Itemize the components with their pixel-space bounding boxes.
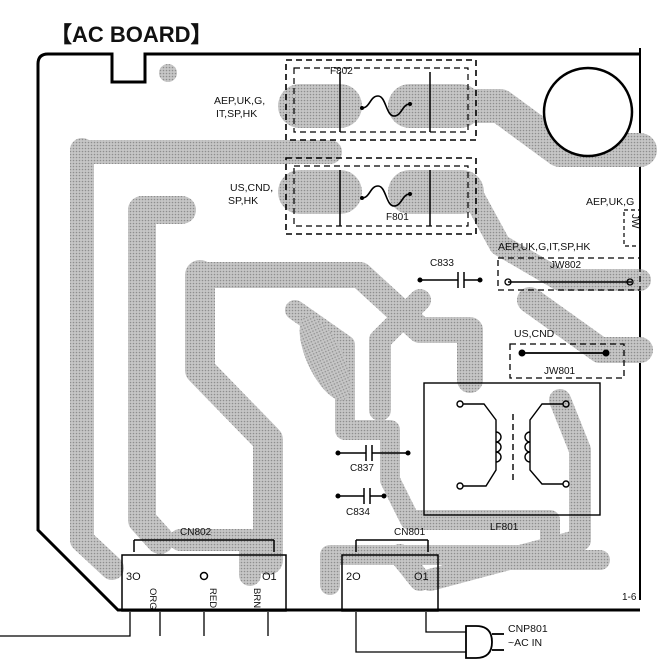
fuse-f802-label-line2: IT,SP,HK xyxy=(216,108,257,120)
fuse-f801-ref: F801 xyxy=(386,212,409,223)
connector-cn802-pin3: 3O xyxy=(126,571,141,583)
capacitor-c837 xyxy=(335,445,411,461)
fuse-f802-label-line1: AEP,UK,G, xyxy=(214,95,265,107)
wire-color-org: ORG xyxy=(147,588,158,610)
capacitor-c837-label: C837 xyxy=(350,463,374,474)
wire-color-brn: BRN xyxy=(251,588,262,608)
ac-plug-icon xyxy=(465,625,504,659)
line-filter-lf801-ref: LF801 xyxy=(490,522,519,533)
capacitor-c833 xyxy=(417,272,483,288)
board-outline xyxy=(36,52,640,612)
board-title: 【AC BOARD】 xyxy=(50,22,213,47)
ac-plug-label: ~AC IN xyxy=(508,637,542,649)
connector-cn801-pin1: O1 xyxy=(414,571,429,583)
connector-cn801-ref: CN801 xyxy=(394,527,426,538)
copper-traces xyxy=(70,84,657,595)
jumper-jw802: JW802 xyxy=(497,257,641,291)
fuse-f802-ref: F802 xyxy=(330,66,353,77)
line-filter-lf801 xyxy=(423,382,601,516)
connector-cn802 xyxy=(0,539,287,637)
jumper-jw802-label: AEP,UK,G,IT,SP,HK xyxy=(498,241,590,253)
capacitor-c834-label: C834 xyxy=(346,507,370,518)
jumper-jw802-ref: JW802 xyxy=(550,260,582,271)
connector-cn802-ref: CN802 xyxy=(180,527,212,538)
connector-cn802-pin1: O1 xyxy=(262,571,277,583)
fuse-f801-label-line1: US,CND, xyxy=(230,182,273,194)
connector-cn801 xyxy=(341,539,466,653)
mounting-hole xyxy=(159,64,177,82)
wire-color-red: RED xyxy=(207,588,218,608)
edge-label: AEP,UK,G xyxy=(586,196,634,208)
capacitor-c834 xyxy=(335,488,387,504)
fuse-f801: F801 xyxy=(285,157,477,235)
jumper-jw801-label: US,CND xyxy=(514,328,555,340)
capacitor-c833-label: C833 xyxy=(430,258,454,269)
edge-jumper-box xyxy=(623,209,641,247)
jumper-jw801-ref: JW801 xyxy=(544,366,576,377)
connector-cn801-pin2: 2O xyxy=(346,571,361,583)
page-reference: 1-6 xyxy=(622,592,637,603)
fuse-f802: F802 xyxy=(285,59,477,141)
jumper-jw801: JW801 xyxy=(509,343,625,379)
large-component-outline xyxy=(542,66,634,158)
fuse-f801-label-line2: SP,HK xyxy=(228,195,258,207)
edge-ref: JW xyxy=(629,214,640,229)
ac-plug-ref: CNP801 xyxy=(508,623,548,635)
center-island xyxy=(299,315,351,401)
